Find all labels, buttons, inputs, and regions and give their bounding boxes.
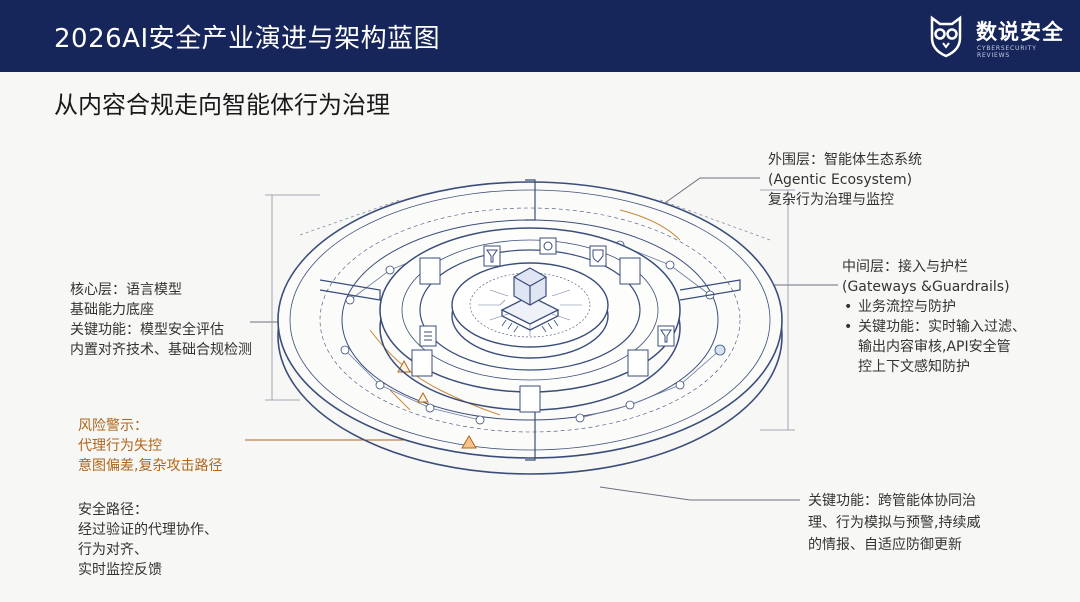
safe-path-line: 经过验证的代理协作、 — [78, 522, 218, 538]
header-bar: 2026AI安全产业演进与架构蓝图 数说安全 CYBERSECURITY REV… — [0, 0, 1080, 72]
middle-layer-bullet: 业务流控与防护 — [842, 297, 1026, 317]
outer-layer-title: 外围层：智能体生态系统 — [768, 152, 922, 168]
outer-layer-desc: 复杂行为治理与监控 — [768, 192, 894, 208]
shield-icon — [589, 245, 607, 267]
warning-icon — [417, 391, 429, 403]
owl-shield-icon — [930, 15, 962, 58]
core-layer-title: 核心层：语言模型 — [70, 282, 182, 298]
outer-layer-annotation: 外围层：智能体生态系统 (Agentic Ecosystem) 复杂行为治理与监… — [768, 150, 922, 210]
brand-subtitle: CYBERSECURITY REVIEWS — [977, 45, 1037, 59]
outer-leader-line — [654, 177, 760, 211]
core-layer-annotation: 核心层：语言模型 基础能力底座 关键功能：模型安全评估 内置对齐技术、基础合规检… — [70, 280, 252, 360]
risk-warning-line: 意图偏差,复杂攻击路径 — [78, 458, 223, 474]
safe-path-title: 安全路径： — [78, 502, 148, 518]
filter-icon — [483, 245, 501, 267]
middle-layer-annotation: 中间层：接入与护栏 (Gateways &Guardrails) 业务流控与防护… — [842, 257, 1026, 377]
middle-layer-en: (Gateways &Guardrails) — [842, 279, 1010, 295]
page-title: 2026AI安全产业演进与架构蓝图 — [54, 24, 441, 54]
brand-name: 数说安全 — [976, 20, 1064, 44]
safe-path-line: 行为对齐、 — [78, 542, 148, 558]
gear-icon — [539, 237, 557, 255]
core-chip — [500, 295, 560, 333]
middle-layer-title: 中间层：接入与护栏 — [842, 259, 968, 275]
warning-icon — [461, 435, 477, 449]
risk-warning-line: 代理行为失控 — [78, 438, 162, 454]
concentric-architecture-diagram — [265, 179, 795, 475]
bottom-function-annotation: 关键功能：跨管能体协同治 理、行为模拟与预警,持续威 的情报、自适应防御更新 — [808, 490, 980, 556]
middle-layer-bullet: 关键功能：实时输入过滤、 — [842, 317, 1026, 337]
risk-warning-annotation: 风险警示： 代理行为失控 意图偏差,复杂攻击路径 — [78, 416, 222, 476]
gateway-icons — [419, 237, 675, 347]
dimension-lines — [265, 189, 795, 431]
bottom-function-line: 关键功能：跨管能体协同治 — [808, 493, 976, 509]
model-cube-icon — [513, 267, 547, 306]
safe-path-annotation: 安全路径： 经过验证的代理协作、 行为对齐、 实时监控反馈 — [78, 500, 218, 580]
middle-layer-bullet-cont: 控上下文感知防护 — [858, 359, 970, 375]
risk-paths — [369, 209, 681, 416]
safe-path-line: 实时监控反馈 — [78, 562, 162, 578]
bottom-function-line: 的情报、自适应防御更新 — [808, 537, 962, 553]
bottom-function-line: 理、行为模拟与预警,持续威 — [808, 515, 981, 531]
brand-logo: 数说安全 CYBERSECURITY REVIEWS — [926, 12, 1066, 60]
core-layer-line: 关键功能：模型安全评估 — [70, 322, 224, 338]
page-subtitle: 从内容合规走向智能体行为治理 — [54, 91, 390, 119]
funnel-icon — [657, 325, 675, 347]
middle-layer-list: 业务流控与防护 关键功能：实时输入过滤、 输出内容审核,API安全管 控上下文感… — [842, 297, 1026, 377]
risk-warning-title: 风险警示： — [78, 418, 148, 434]
middle-layer-bullet-cont: 输出内容审核,API安全管 — [858, 339, 1011, 355]
outer-layer-en: (Agentic Ecosystem) — [768, 172, 913, 188]
core-layer-line: 内置对齐技术、基础合规检测 — [70, 342, 252, 358]
core-layer-line: 基础能力底座 — [70, 302, 154, 318]
bottom-leader-line — [599, 486, 800, 501]
